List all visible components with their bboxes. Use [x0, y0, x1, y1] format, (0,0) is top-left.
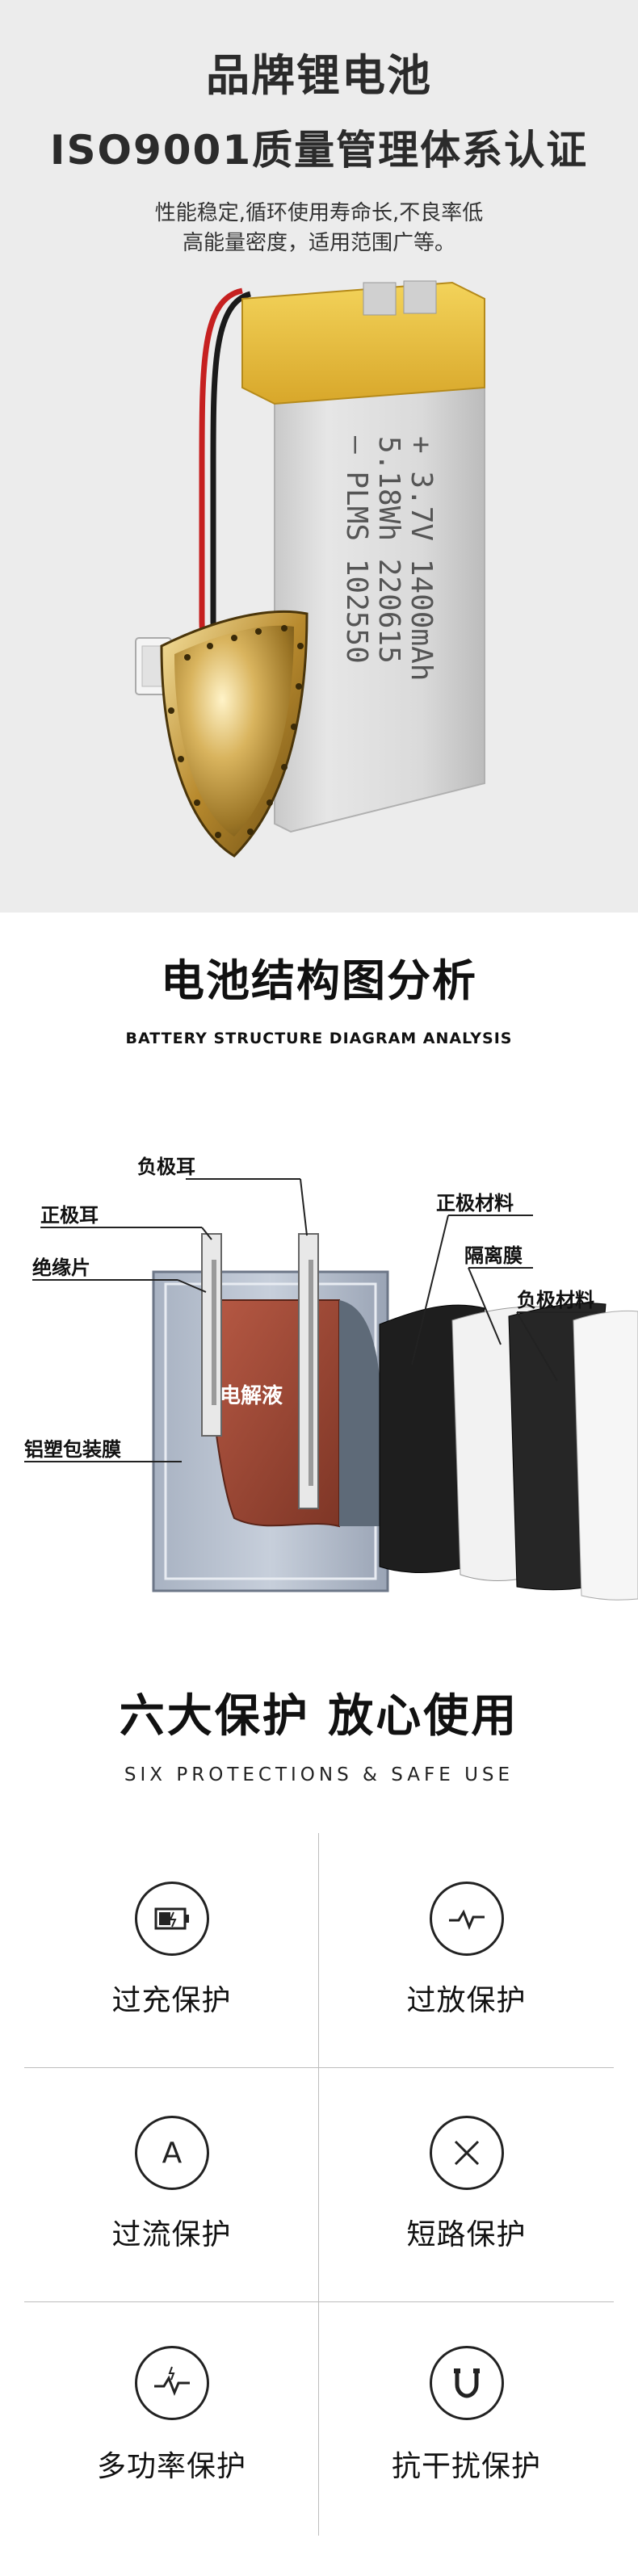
hero-title: 品牌锂电池 [206, 50, 432, 101]
protection-label: 过充保护 [111, 1984, 232, 2017]
ampere-icon: A [135, 2116, 209, 2190]
battery-print-line1: — PLMS 102550 [340, 436, 373, 664]
label-negative-material: 负极材料 [517, 1289, 594, 1311]
battery-print-line3: + 3.7V 1400mAh [405, 436, 438, 681]
shield-icon [160, 610, 309, 858]
protection-item-short-circuit: 短路保护 [319, 2067, 614, 2301]
label-negative-tab: 负极耳 [137, 1156, 195, 1178]
label-positive-material: 正极材料 [436, 1192, 514, 1215]
hero-title-certification: ISO9001质量管理体系认证 [49, 127, 589, 174]
protection-label: 过放保护 [406, 1984, 527, 2017]
protection-label: 短路保护 [406, 2218, 527, 2251]
hero-description-line2: 高能量密度，适用范围广等。 [182, 231, 455, 255]
grid-divider-vertical [318, 1833, 319, 2536]
label-positive-tab: 正极耳 [40, 1204, 99, 1227]
battery-structure-diagram: 负极耳 正极耳 绝缘片 铝塑包装膜 电解液 正极材料 隔离膜 负极材料 [0, 1139, 638, 1623]
protections-subtitle: SIX PROTECTIONS & SAFE USE [124, 1764, 514, 1785]
grid-divider-row2 [24, 2301, 614, 2302]
hero-section: 品牌锂电池 ISO9001质量管理体系认证 性能稳定,循环使用寿命长,不良率低 … [0, 0, 638, 913]
battery-print-line2: 5.18Wh 220615 [372, 436, 405, 664]
battery-charge-icon [135, 1882, 209, 1956]
protection-label: 过流保护 [111, 2218, 232, 2251]
protections-title: 六大保护 放心使用 [119, 1690, 519, 1743]
protections-grid: 过充保护 过放保护 A 过流保护 短路保护 [24, 1833, 614, 2536]
wave-icon [430, 1882, 504, 1956]
protection-label: 抗干扰保护 [391, 2450, 541, 2483]
protection-item-overcurrent: A 过流保护 [24, 2067, 319, 2301]
protection-item-multi-power: 多功率保护 [24, 2301, 319, 2536]
protection-item-overcharge: 过充保护 [24, 1833, 319, 2067]
hero-description-line1: 性能稳定,循环使用寿命长,不良率低 [154, 201, 484, 225]
magnet-icon [430, 2346, 504, 2420]
battery-illustration: — PLMS 102550 5.18Wh 220615 + 3.7V 1400m… [135, 280, 485, 858]
structure-subtitle: BATTERY STRUCTURE DIAGRAM ANALYSIS [125, 1030, 513, 1047]
label-separator: 隔离膜 [464, 1244, 523, 1267]
protection-item-overdischarge: 过放保护 [319, 1833, 614, 2067]
protection-label: 多功率保护 [96, 2450, 246, 2483]
power-wave-icon [135, 2346, 209, 2420]
label-insulation: 绝缘片 [32, 1257, 90, 1279]
label-packaging: 铝塑包装膜 [24, 1438, 121, 1461]
cross-icon [430, 2116, 504, 2190]
label-electrolyte: 电解液 [220, 1384, 283, 1408]
protection-item-anti-interference: 抗干扰保护 [319, 2301, 614, 2536]
grid-divider-row1 [24, 2067, 614, 2068]
svg-text:A: A [162, 2137, 183, 2170]
structure-title: 电池结构图分析 [161, 955, 477, 1006]
